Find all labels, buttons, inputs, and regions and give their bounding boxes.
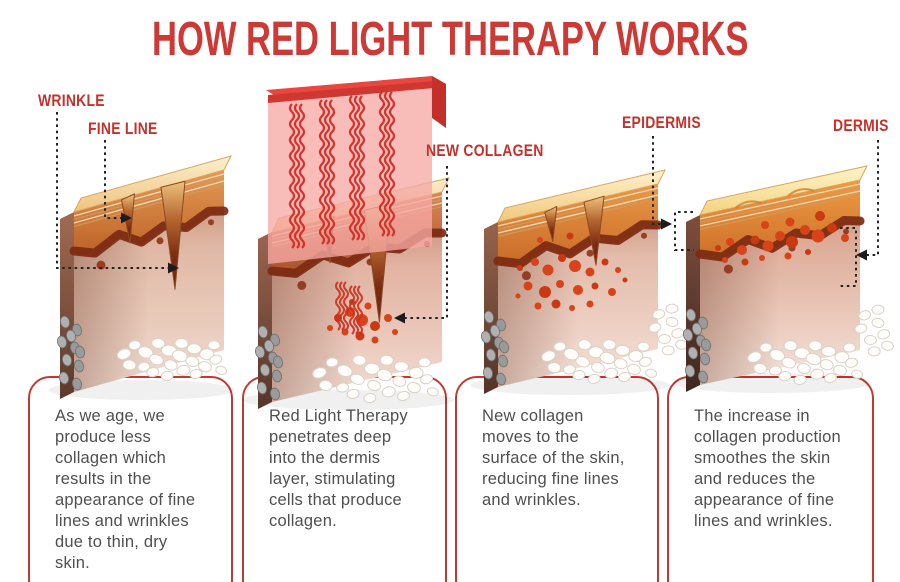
epidermis-label: EPIDERMIS — [622, 113, 701, 132]
arrowhead-icon — [856, 249, 867, 261]
fine-line-label: FINE LINE — [88, 119, 158, 138]
skin-block-4 — [672, 165, 894, 393]
fine-line-pointer — [104, 140, 132, 224]
arrowhead-icon — [661, 218, 672, 230]
step-3-text: New collagen moves to the surface of the… — [482, 407, 625, 509]
step-2-text: Red Light Therapy penetrates deep into t… — [269, 407, 408, 530]
step-card-4: The increase in collagen production smoo… — [667, 376, 874, 582]
arrowhead-icon — [121, 212, 132, 224]
red-light-device — [266, 76, 446, 335]
new-collagen-label: NEW COLLAGEN — [426, 141, 544, 160]
dermis-label: DERMIS — [833, 116, 889, 135]
arrowhead-icon — [168, 262, 179, 274]
dermis-pointer — [839, 140, 879, 287]
epidermis-pointer — [652, 136, 694, 251]
step-4-text: The increase in collagen production smoo… — [694, 407, 841, 530]
new-collagen-pointer — [394, 166, 448, 324]
arrowhead-icon — [394, 312, 405, 324]
page-title-text: HOW RED LIGHT THERAPY WORKS — [151, 13, 749, 66]
red-light-beam — [268, 86, 432, 264]
skin-block-1 — [48, 155, 235, 400]
step-card-3: New collagen moves to the surface of the… — [455, 376, 659, 582]
wrinkle-label: WRINKLE — [38, 91, 105, 110]
page-title: HOW RED LIGHT THERAPY WORKS — [0, 16, 900, 64]
skin-block-3 — [470, 169, 688, 395]
step-card-2: Red Light Therapy penetrates deep into t… — [242, 376, 447, 582]
step-card-1: As we age, we produce less collagen whic… — [28, 376, 233, 582]
step-1-text: As we age, we produce less collagen whic… — [55, 407, 196, 572]
